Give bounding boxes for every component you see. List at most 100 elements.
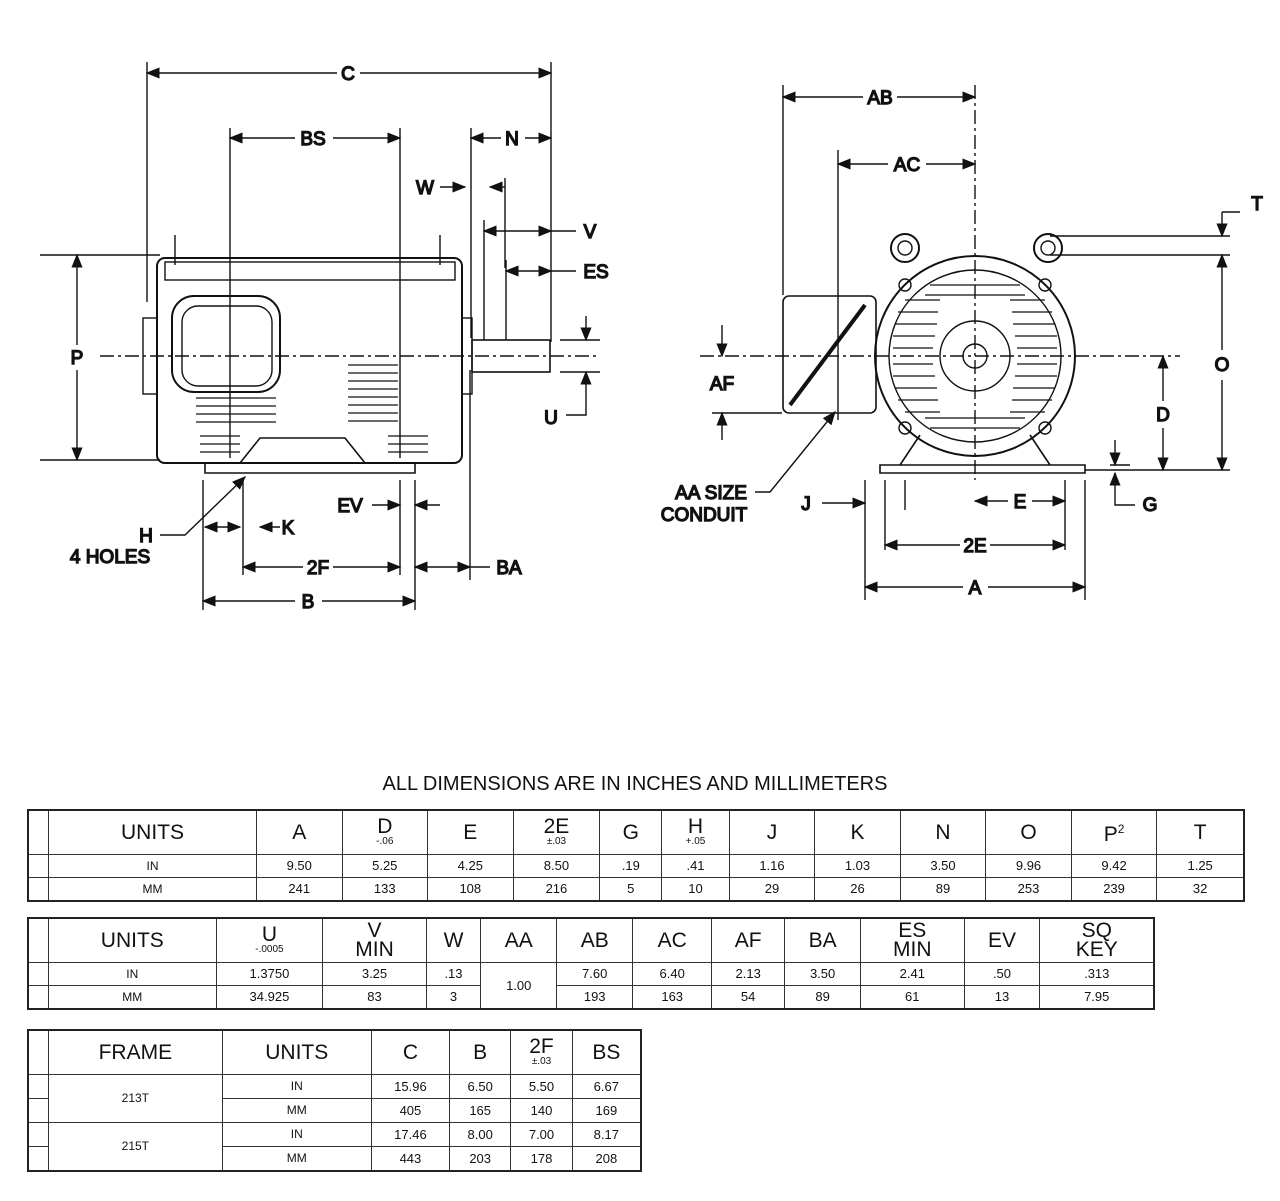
column-header: UNITS xyxy=(221,1029,372,1075)
header-label: P xyxy=(1103,823,1118,847)
header-sublabel: MIN xyxy=(355,938,394,962)
dim-label-o: O xyxy=(1215,355,1230,376)
units-cell: MM xyxy=(221,1097,372,1123)
header-footnote: 2 xyxy=(1117,822,1125,837)
dim-label-ac: AC xyxy=(894,155,920,176)
dim-label-p: P xyxy=(71,348,84,369)
units-cell: IN xyxy=(221,1073,372,1099)
column-header: N xyxy=(899,809,987,855)
column-header: E xyxy=(427,809,514,855)
column-header: T xyxy=(1156,809,1245,855)
stub-cell xyxy=(27,1029,49,1075)
column-header: 2E±.03 xyxy=(512,809,601,855)
value-cell: 133 xyxy=(341,876,429,902)
header-label: V xyxy=(367,919,382,943)
value-cell: 253 xyxy=(985,876,1072,902)
header-label: ES xyxy=(898,919,927,943)
value-cell: 208 xyxy=(571,1145,642,1172)
value-cell: 6.40 xyxy=(632,961,713,986)
dim-label-ev: EV xyxy=(337,496,363,517)
header-tolerance: -.0005 xyxy=(255,944,284,956)
header-label: E xyxy=(463,820,478,844)
header-label: 2E xyxy=(543,815,570,839)
value-cell: 61 xyxy=(860,984,965,1010)
value-cell: 3.25 xyxy=(322,961,427,986)
column-header: 2F±.03 xyxy=(510,1029,573,1075)
header-label: FRAME xyxy=(98,1040,173,1064)
column-header: W xyxy=(425,917,482,963)
value-cell: 32 xyxy=(1156,876,1245,902)
units-cell: MM xyxy=(48,876,257,902)
value-cell: 7.60 xyxy=(556,961,634,986)
value-cell: .50 xyxy=(963,961,1041,986)
value-cell: 178 xyxy=(510,1145,573,1172)
value-cell: 405 xyxy=(370,1097,451,1123)
value-cell: 443 xyxy=(370,1145,451,1172)
header-label: AA xyxy=(504,928,533,952)
value-cell: .13 xyxy=(425,961,482,986)
header-tolerance: ±.03 xyxy=(531,1056,552,1068)
stub-cell xyxy=(27,961,49,986)
dim-label-bs: BS xyxy=(300,129,325,150)
header-label: N xyxy=(935,820,951,844)
value-cell: 7.00 xyxy=(510,1121,573,1147)
motor-drawing: C BS N W V ES P U EV K H 4 HOLES 2F BA B xyxy=(40,0,1264,700)
header-label: 2F xyxy=(529,1035,554,1059)
dim-label-a: A xyxy=(969,578,982,599)
column-header: AF xyxy=(711,917,786,963)
header-label: UNITS xyxy=(121,820,184,844)
value-cell: 163 xyxy=(632,984,713,1010)
value-cell: 7.95 xyxy=(1039,984,1155,1010)
units-cell: MM xyxy=(221,1145,372,1172)
value-cell: 3.50 xyxy=(899,853,987,878)
header-tolerance: +.05 xyxy=(685,836,706,848)
dim-label-aa-size: AA SIZE xyxy=(675,483,747,504)
header-label: AC xyxy=(657,928,687,952)
value-cell: .313 xyxy=(1039,961,1155,986)
dim-label-ab: AB xyxy=(867,88,892,109)
header-label: EV xyxy=(987,928,1016,952)
value-cell: 1.03 xyxy=(814,853,901,878)
header-label: BA xyxy=(808,928,837,952)
header-label: W xyxy=(443,928,464,952)
dim-label-g: G xyxy=(1143,495,1158,516)
value-cell: 216 xyxy=(512,876,601,902)
value-cell: 140 xyxy=(510,1097,573,1123)
header-sublabel: MIN xyxy=(893,938,932,962)
value-cell: 83 xyxy=(322,984,427,1010)
dim-label-b: B xyxy=(302,592,315,613)
header-label: D xyxy=(377,815,393,839)
column-header: U-.0005 xyxy=(215,917,324,963)
header-label: AB xyxy=(580,928,609,952)
header-label: C xyxy=(402,1040,418,1064)
stub-cell xyxy=(27,1145,49,1172)
header-label: G xyxy=(622,820,639,844)
units-cell: IN xyxy=(48,961,217,986)
end-view: AB AC T O AF D G AA SIZE CONDUIT J E 2E … xyxy=(660,85,1264,600)
dim-label-ba: BA xyxy=(496,558,522,579)
value-cell: 34.925 xyxy=(215,984,324,1010)
value-cell: 1.16 xyxy=(728,853,816,878)
units-cell: MM xyxy=(48,984,217,1010)
value-cell: 8.50 xyxy=(512,853,601,878)
column-header: K xyxy=(814,809,901,855)
value-cell: 6.67 xyxy=(571,1073,642,1099)
frame-cell: 215T xyxy=(48,1121,223,1172)
dim-label-w: W xyxy=(416,178,434,199)
value-cell: 239 xyxy=(1070,876,1158,902)
column-header: C xyxy=(370,1029,451,1075)
column-header: AC xyxy=(632,917,713,963)
dim-label-j: J xyxy=(801,494,811,515)
column-header: P2 xyxy=(1070,809,1158,855)
column-header: H+.05 xyxy=(661,809,730,855)
stub-cell xyxy=(27,1121,49,1147)
value-cell: 241 xyxy=(256,876,343,902)
units-cell: IN xyxy=(48,853,257,878)
value-cell: .41 xyxy=(661,853,730,878)
